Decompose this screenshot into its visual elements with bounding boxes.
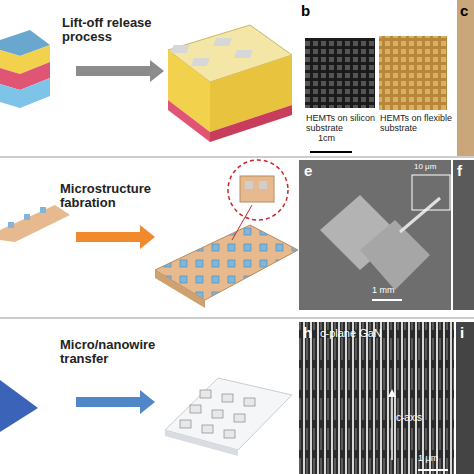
scale-bar (372, 299, 402, 301)
panel-letter: b (301, 3, 315, 20)
process-label: Micro/nanowire transfer (60, 338, 160, 367)
silicon-photo (305, 38, 375, 108)
photo-caption: HEMTs on flexible substrate (380, 114, 454, 134)
sem-inset (412, 175, 450, 210)
process-arrow (76, 390, 155, 414)
scale-bar (310, 151, 352, 153)
scale-label: 1cm (318, 134, 358, 144)
substrate-cubes (0, 205, 70, 242)
process-arrow (76, 60, 164, 82)
transferred-wires (165, 378, 292, 456)
process-label: Microstructure fabration (60, 182, 160, 211)
panel-letter: h (303, 325, 317, 342)
material-label: c-plane GaN (320, 327, 400, 339)
layer-stack (0, 30, 50, 108)
scale-bar (418, 469, 448, 471)
scale-label: 1 μm (418, 454, 454, 464)
process-label: Lift-off release process (62, 16, 162, 45)
process-arrow (76, 225, 155, 249)
microstructure-array (155, 160, 298, 308)
panel-c-photo (457, 0, 474, 156)
scale-label: 1 mm (372, 286, 412, 296)
panel-letter: c (460, 3, 474, 20)
scale-label: 10 μm (414, 163, 454, 172)
flexible-photo (379, 36, 447, 110)
axis-label: c-axis (396, 412, 446, 423)
axis-arrow (391, 395, 393, 460)
panel-f-image (453, 160, 474, 310)
panel-letter: e (304, 163, 318, 180)
photo-caption: HEMTs on silicon substrate (306, 114, 378, 134)
sem-image (299, 160, 451, 310)
sem-pad (360, 220, 430, 290)
sem-beam (400, 198, 440, 232)
axis-arrow-head (388, 389, 396, 397)
panel-i-image (456, 322, 474, 474)
released-device (168, 25, 292, 142)
panel-letter: f (457, 163, 471, 180)
nanowire-sem (299, 322, 454, 474)
panel-letter: i (460, 325, 474, 342)
wire-source (0, 380, 38, 432)
